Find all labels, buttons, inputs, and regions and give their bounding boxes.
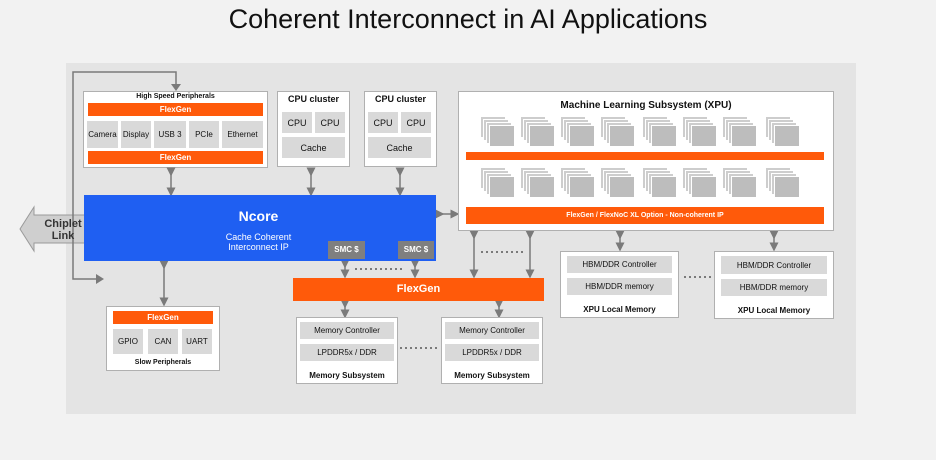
xpu-tile-layer <box>569 176 595 198</box>
gpio-block: GPIO <box>113 329 143 354</box>
hbm-controller-2: HBM/DDR Controller <box>721 256 827 274</box>
slow-peripherals-label: Slow Peripherals <box>134 359 192 366</box>
xpu-tile-layer <box>609 176 635 198</box>
cpu-cluster-2-cpu-b: CPU <box>401 112 431 133</box>
high-speed-flexgen-top: FlexGen <box>88 103 263 116</box>
xpu-tile-layer <box>774 125 800 147</box>
memory-controller-1: Memory Controller <box>300 322 394 339</box>
smc-cache-2: SMC $ <box>398 241 434 259</box>
memory-controller-2: Memory Controller <box>445 322 539 339</box>
ncore-block <box>84 195 436 261</box>
xpu-tile-layer <box>651 176 677 198</box>
lpddr-memory-2: LPDDR5x / DDR <box>445 344 539 361</box>
xpu-tile-layer <box>529 125 555 147</box>
high-speed-flexgen-bottom: FlexGen <box>88 151 263 164</box>
xpu-tile-layer <box>609 125 635 147</box>
xpu-tile-layer <box>731 176 757 198</box>
cpu-cluster-2-cpu-a: CPU <box>368 112 398 133</box>
ncore-subtitle: Cache Coherent Interconnect IP <box>225 232 292 252</box>
xpu-tile-layer <box>569 125 595 147</box>
page-title: Coherent Interconnect in AI Applications <box>228 4 708 34</box>
xpu-tile-layer <box>691 125 717 147</box>
xpu-tile-layer <box>489 125 515 147</box>
xpu-tile-layer <box>731 125 757 147</box>
memory-subsystem-1-label: Memory Subsystem <box>309 371 385 380</box>
slow-flexgen-bar: FlexGen <box>113 311 213 324</box>
ethernet-block: Ethernet <box>222 121 263 148</box>
hbm-memory-1: HBM/DDR memory <box>567 278 672 295</box>
flexgen-main-bar: FlexGen <box>293 278 544 301</box>
display-block: Display <box>121 121 151 148</box>
hbm-controller-1: HBM/DDR Controller <box>567 256 672 273</box>
xpu-tile-layer <box>774 176 800 198</box>
cpu-cluster-1-cpu-a: CPU <box>282 112 312 133</box>
xpu-tile-layer <box>489 176 515 198</box>
lpddr-memory-1: LPDDR5x / DDR <box>300 344 394 361</box>
smc-cache-1: SMC $ <box>328 241 365 259</box>
hbm-memory-2: HBM/DDR memory <box>721 279 827 296</box>
cpu-cluster-2-label: CPU cluster <box>374 94 427 104</box>
ml-subsystem-label: Machine Learning Subsystem (XPU) <box>560 100 732 111</box>
ml-flexgen-bar: FlexGen / FlexNoC XL Option - Non-cohere… <box>466 207 824 224</box>
pcie-block: PCIe <box>189 121 219 148</box>
memory-subsystem-2-label: Memory Subsystem <box>454 371 530 380</box>
ncore-title: Ncore <box>238 208 279 224</box>
xpu-tile-layer <box>529 176 555 198</box>
high-speed-peripherals-label: High Speed Peripherals <box>136 93 215 100</box>
cpu-cluster-1-label: CPU cluster <box>287 94 340 104</box>
xpu-tile-layer <box>691 176 717 198</box>
usb3-block: USB 3 <box>154 121 186 148</box>
xpu-tile-layer <box>651 125 677 147</box>
chiplet-link-label: Chiplet Link <box>44 218 82 242</box>
cpu-cluster-1-cpu-b: CPU <box>315 112 345 133</box>
can-block: CAN <box>148 329 178 354</box>
cpu-cluster-2-cache: Cache <box>368 137 431 158</box>
ml-mid-bar <box>466 152 824 160</box>
xpu-memory-2-label: XPU Local Memory <box>737 306 811 315</box>
camera-block: Camera <box>87 121 118 148</box>
xpu-memory-1-label: XPU Local Memory <box>583 305 656 314</box>
cpu-cluster-1-cache: Cache <box>282 137 345 158</box>
uart-block: UART <box>182 329 212 354</box>
